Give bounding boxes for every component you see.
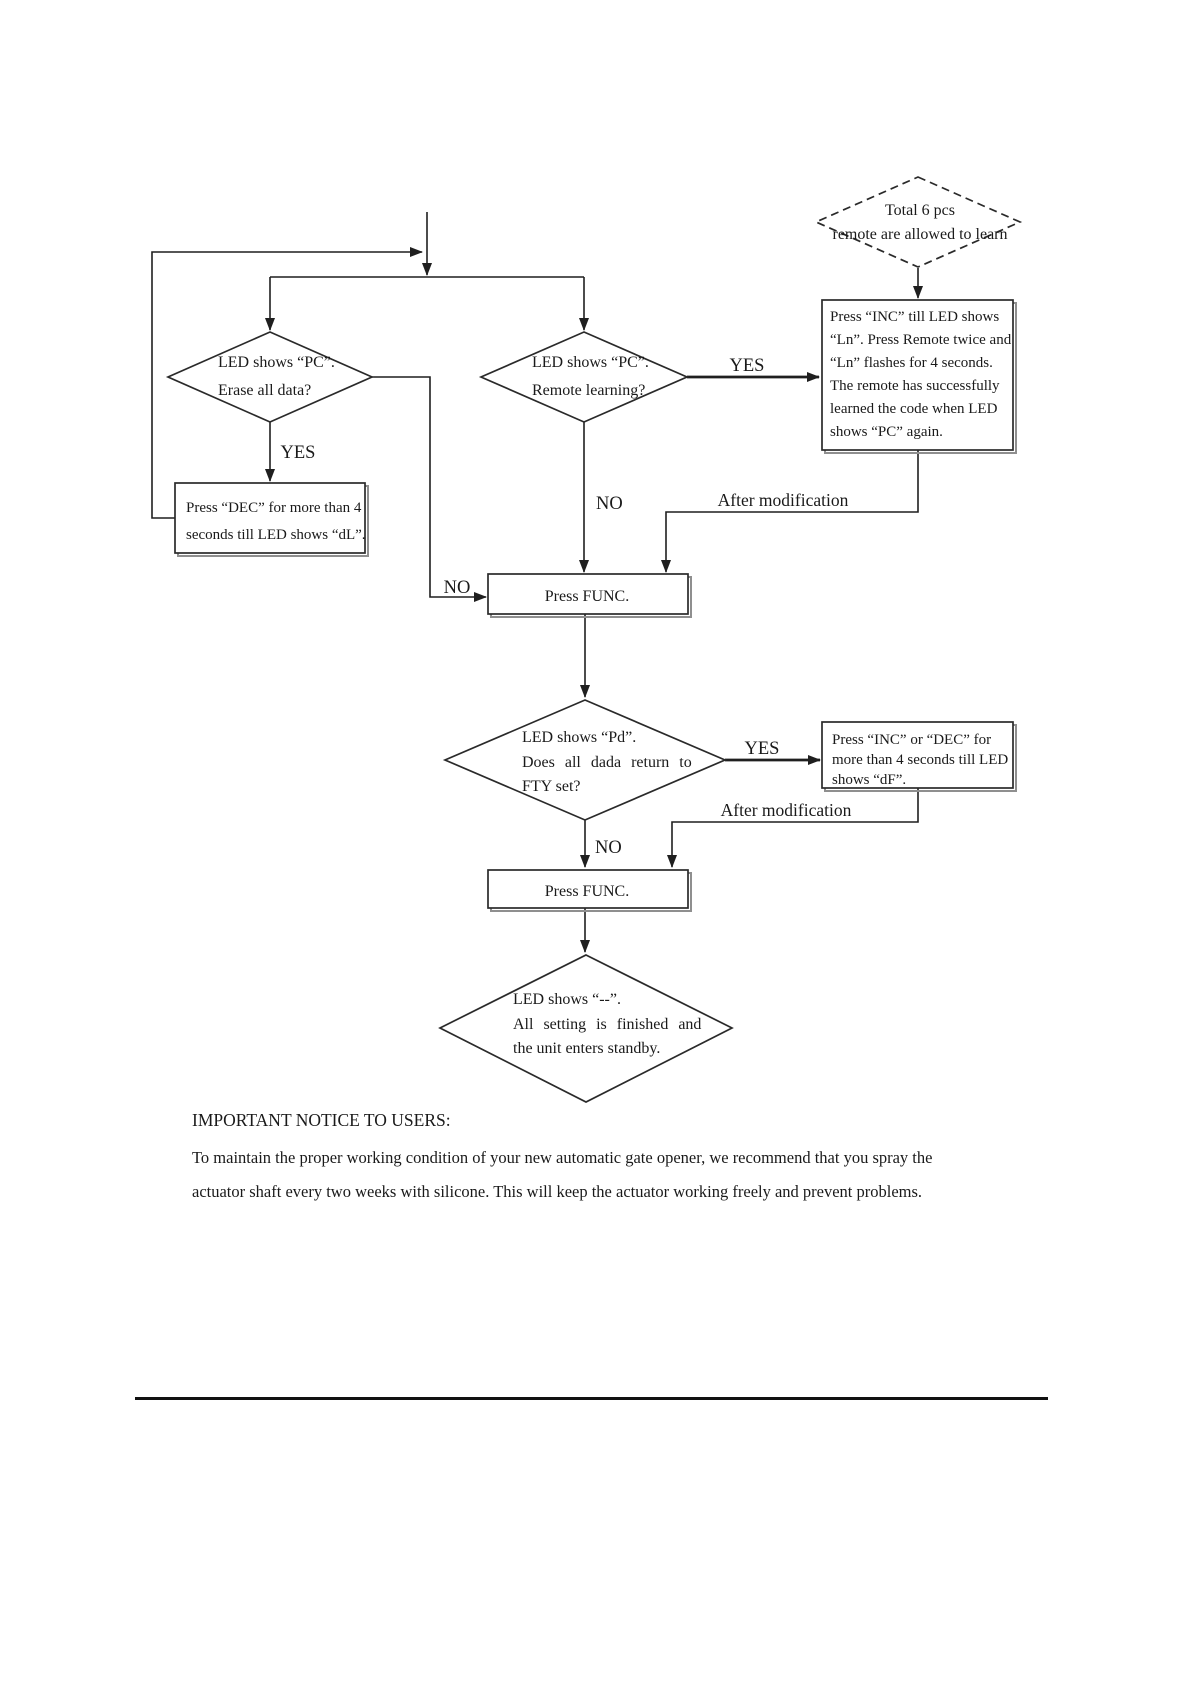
no-label-erase: NO bbox=[444, 578, 471, 598]
no-label-pd: NO bbox=[595, 838, 622, 858]
after-modification-label-1: After modification bbox=[718, 490, 849, 510]
yes-label-remote: YES bbox=[730, 356, 765, 376]
dec-erase-text-2: seconds till LED shows “dL”. bbox=[186, 527, 366, 543]
total-remote-text-2: remote are allowed to learn bbox=[832, 226, 1007, 243]
standby-diamond-text-1: LED shows “--”. bbox=[513, 991, 621, 1008]
standby-diamond-text-2: All setting is finished and bbox=[513, 1016, 701, 1033]
press-func-box-2 bbox=[487, 869, 689, 909]
pd-diamond-text-3: FTY set? bbox=[522, 778, 581, 795]
yes-label-pd: YES bbox=[745, 739, 780, 759]
loop-back-connector bbox=[151, 247, 423, 519]
yes-label-erase: YES bbox=[281, 443, 316, 463]
inc-dec-df-text-3: shows “dF”. bbox=[832, 772, 906, 788]
pd-diamond-text-1: LED shows “Pd”. bbox=[522, 729, 636, 746]
footer-rule bbox=[135, 1397, 1048, 1400]
press-func-1-label: Press FUNC. bbox=[545, 588, 629, 605]
total-remote-text-1: Total 6 pcs bbox=[885, 202, 955, 219]
standby-diamond-text-3: the unit enters standby. bbox=[513, 1040, 660, 1057]
standby-diamond bbox=[438, 954, 734, 1103]
inc-learn-box bbox=[821, 299, 1014, 451]
after-modification-2-connector bbox=[667, 788, 919, 868]
total-remote-diamond bbox=[813, 176, 1023, 268]
inc-learn-text-3: “Ln” flashes for 4 seconds. bbox=[830, 355, 993, 371]
dec-erase-text-1: Press “DEC” for more than 4 bbox=[186, 500, 362, 516]
notice-line-2: actuator shaft every two weeks with sili… bbox=[192, 1182, 923, 1201]
inc-dec-df-text-1: Press “INC” or “DEC” for bbox=[832, 732, 991, 748]
inc-learn-text-6: shows “PC” again. bbox=[830, 424, 943, 440]
after-modification-1-connector bbox=[661, 450, 919, 573]
no-erase-connector bbox=[372, 376, 487, 602]
erase-diamond bbox=[165, 331, 375, 423]
after-modification-label-2: After modification bbox=[721, 800, 852, 820]
notice-heading: IMPORTANT NOTICE TO USERS: bbox=[192, 1110, 451, 1130]
erase-diamond-text-1: LED shows “PC”. bbox=[218, 354, 335, 371]
press-func-2-label: Press FUNC. bbox=[545, 883, 629, 900]
remote-learning-diamond bbox=[478, 331, 690, 423]
inc-dec-df-box bbox=[821, 721, 1014, 789]
erase-diamond-text-2: Erase all data? bbox=[218, 382, 311, 399]
pd-diamond-text-2: Does all dada return to bbox=[522, 754, 692, 771]
dec-erase-box bbox=[174, 482, 366, 554]
inc-learn-text-2: “Ln”. Press Remote twice and bbox=[830, 332, 1012, 348]
pd-fty-diamond bbox=[442, 699, 728, 821]
inc-dec-df-text-2: more than 4 seconds till LED bbox=[832, 752, 1008, 768]
no-label-remote: NO bbox=[596, 494, 623, 514]
inc-learn-text-4: The remote has successfully bbox=[830, 378, 1000, 394]
inc-learn-text-1: Press “INC” till LED shows bbox=[830, 309, 999, 325]
press-func-box-1 bbox=[487, 573, 689, 615]
remote-diamond-text-2: Remote learning? bbox=[532, 382, 645, 399]
inc-learn-text-5: learned the code when LED bbox=[830, 401, 998, 417]
remote-diamond-text-1: LED shows “PC”. bbox=[532, 354, 649, 371]
notice-line-1: To maintain the proper working condition… bbox=[192, 1148, 933, 1167]
